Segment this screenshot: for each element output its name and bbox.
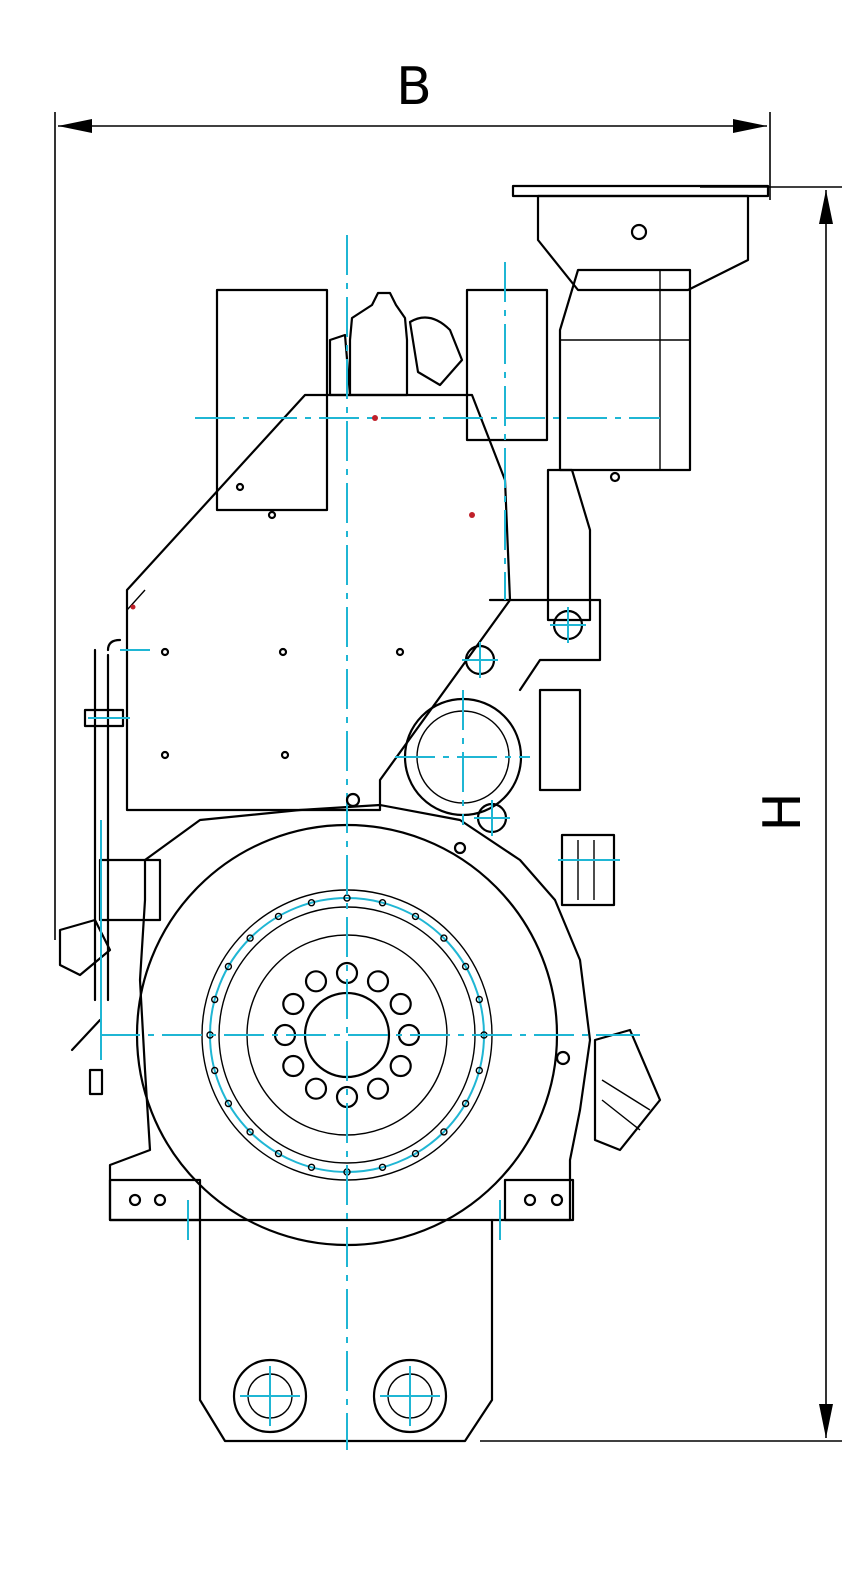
fixing bbox=[160, 750, 170, 760]
ring-bolt bbox=[475, 1066, 483, 1075]
drain-line bbox=[70, 1018, 102, 1052]
ring-bolt bbox=[378, 899, 387, 907]
sump-port-right bbox=[372, 1358, 448, 1434]
drain-plug bbox=[88, 1068, 104, 1096]
dimension-h: H bbox=[480, 186, 842, 1442]
support-bracket bbox=[488, 598, 602, 692]
fixing bbox=[235, 482, 245, 492]
pipe-bend bbox=[106, 638, 122, 652]
bracket bbox=[328, 333, 352, 397]
dimension-b: B bbox=[54, 57, 771, 940]
ring-bolt bbox=[274, 1149, 283, 1158]
ring-bolt bbox=[440, 934, 448, 942]
ring-bolt bbox=[440, 1128, 448, 1136]
ring-bolt bbox=[210, 1066, 219, 1075]
left-housing bbox=[125, 288, 549, 812]
fixing bbox=[555, 1050, 571, 1066]
hub-bolt bbox=[304, 970, 328, 993]
ring-bolt bbox=[246, 1128, 254, 1136]
sump-body bbox=[198, 1218, 494, 1443]
ring-bolt bbox=[224, 1099, 233, 1108]
side-box bbox=[538, 688, 582, 792]
fixing bbox=[280, 750, 290, 760]
mounting-feet bbox=[108, 1178, 575, 1222]
ring-bolt bbox=[274, 912, 283, 921]
foot-bolt bbox=[550, 1193, 564, 1207]
dimension-h-label: H bbox=[753, 792, 813, 831]
foot-bolt bbox=[523, 1193, 537, 1207]
fixing bbox=[160, 647, 170, 657]
dimension-h-arrow-bottom bbox=[819, 1404, 833, 1438]
starter-motor bbox=[560, 833, 616, 907]
dimension-b-arrow-right bbox=[733, 119, 767, 133]
hub-bolt bbox=[366, 970, 390, 993]
ring-bolt bbox=[307, 1163, 316, 1172]
ring-bolt bbox=[307, 899, 316, 907]
fixing bbox=[453, 841, 467, 855]
bracket-fin bbox=[601, 1099, 641, 1131]
water-pump bbox=[403, 609, 584, 834]
starter-accessories bbox=[560, 833, 662, 1152]
ring-bolt bbox=[378, 1163, 387, 1172]
ring-bolt bbox=[411, 912, 420, 921]
marker bbox=[130, 604, 136, 610]
flywheel-housing bbox=[108, 803, 592, 1222]
exhaust-assembly bbox=[488, 184, 770, 792]
right-tower bbox=[465, 288, 549, 442]
centerlines bbox=[88, 235, 660, 1450]
fixing bbox=[345, 792, 361, 808]
hub-bolt bbox=[304, 1077, 328, 1100]
hub-bolt bbox=[389, 1054, 412, 1078]
bolt bbox=[630, 223, 648, 241]
timing-cover-panel bbox=[125, 393, 512, 812]
ring-bolt bbox=[475, 995, 483, 1004]
dimension-h-arrow-top bbox=[819, 190, 833, 224]
foot-right bbox=[503, 1178, 575, 1222]
panel-edge bbox=[126, 589, 146, 611]
hub-bolt bbox=[282, 1054, 305, 1078]
marker bbox=[469, 512, 475, 518]
ring-bolt bbox=[246, 934, 254, 942]
fixing bbox=[395, 647, 405, 657]
foot-left bbox=[108, 1178, 202, 1222]
left-tower bbox=[215, 288, 329, 512]
bolt bbox=[609, 471, 621, 483]
foot-bolt bbox=[128, 1193, 142, 1207]
turbo-support bbox=[546, 468, 592, 622]
cover-fixings bbox=[160, 482, 571, 1066]
filler-neck bbox=[348, 291, 409, 397]
fixing bbox=[267, 510, 277, 520]
ring-bolt bbox=[461, 962, 470, 971]
marker bbox=[372, 415, 378, 421]
thermostat-housing bbox=[408, 316, 464, 387]
sump-port-left bbox=[232, 1358, 308, 1434]
dimension-b-arrow-left bbox=[58, 119, 92, 133]
foot-bolt bbox=[153, 1193, 167, 1207]
mount-bracket bbox=[593, 1028, 662, 1152]
exhaust-elbow bbox=[536, 194, 750, 292]
ring-bolt bbox=[224, 962, 233, 971]
hub-bolt bbox=[366, 1077, 390, 1100]
bracket-fin bbox=[601, 1079, 651, 1111]
hub-bolt bbox=[389, 992, 412, 1016]
ring-bolt bbox=[411, 1149, 420, 1158]
turbocharger-body bbox=[558, 268, 692, 472]
reference-markers bbox=[130, 415, 475, 610]
filter-canister bbox=[58, 918, 112, 977]
fuel-pipe bbox=[93, 648, 110, 1002]
ring-bolt bbox=[461, 1099, 470, 1108]
ring-bolt bbox=[210, 995, 219, 1004]
fixing bbox=[278, 647, 288, 657]
hub-bolt bbox=[282, 992, 305, 1016]
ring-bolts bbox=[206, 894, 488, 1176]
dimension-b-label: B bbox=[396, 57, 432, 117]
